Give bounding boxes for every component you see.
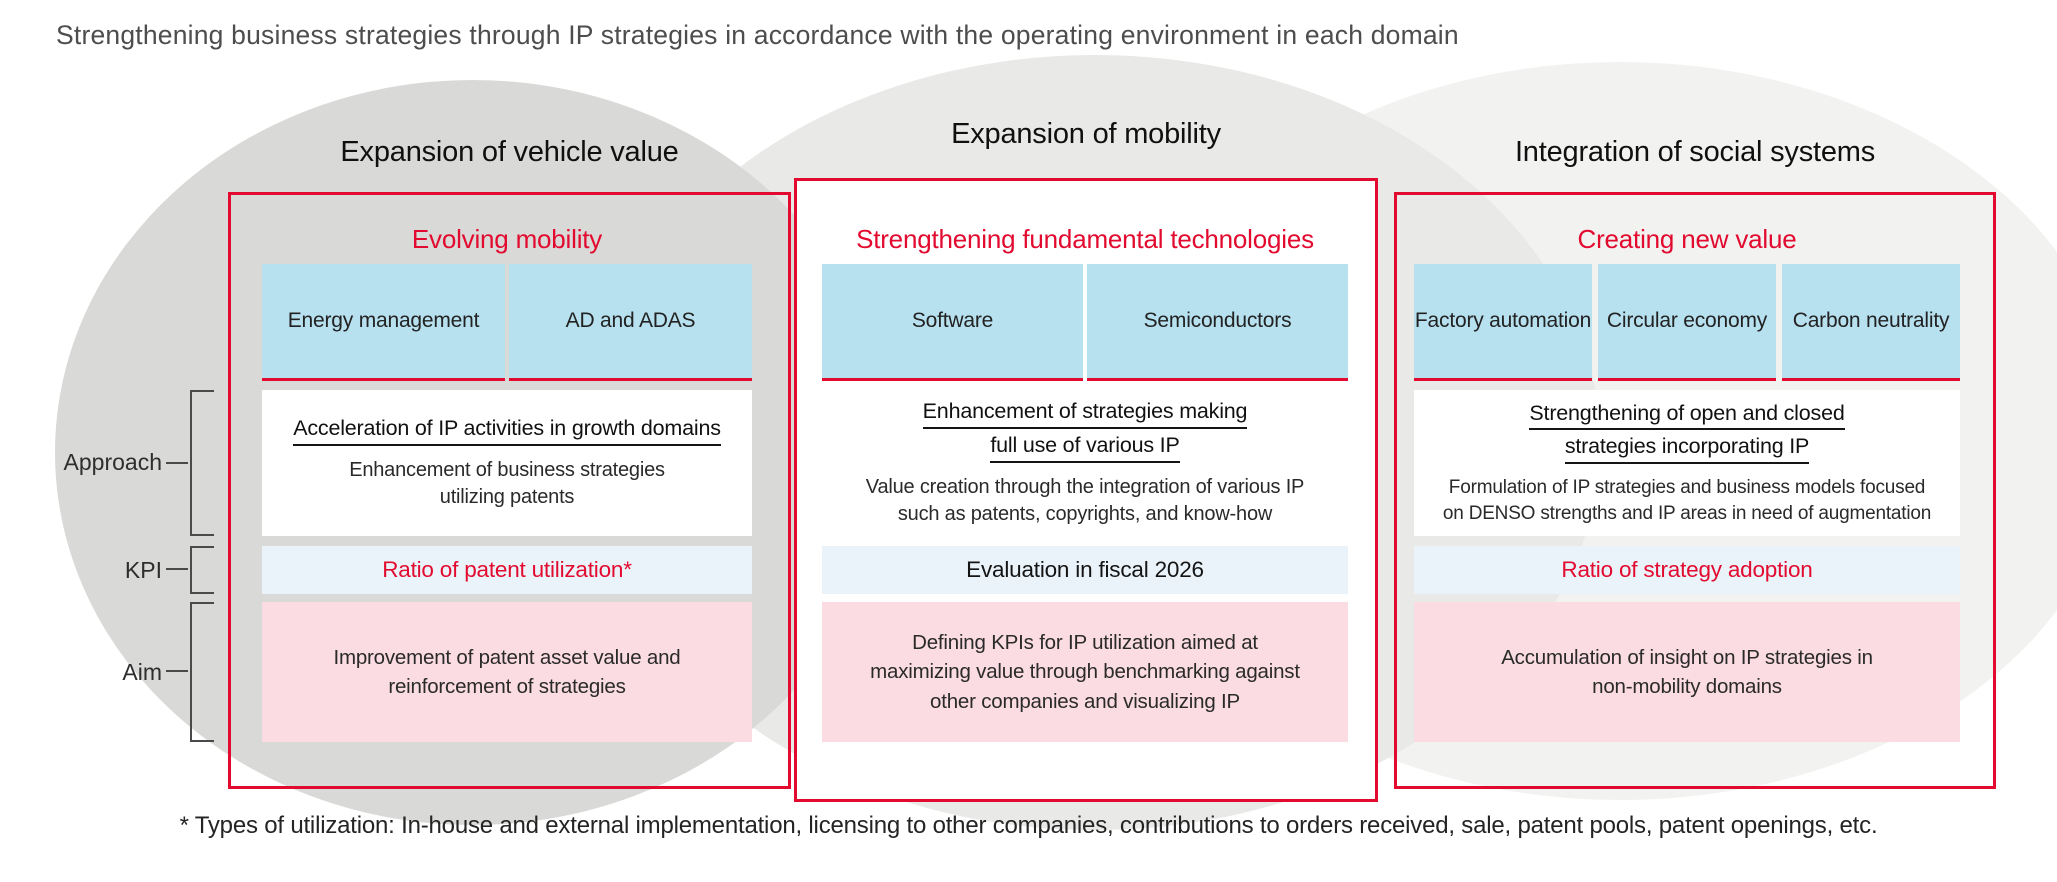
aim-line: Accumulation of insight on IP strategies… — [1501, 645, 1873, 669]
kpi-box-patent-utilization: Ratio of patent utilization* — [262, 546, 752, 594]
aim-connector-line — [166, 670, 188, 672]
kpi-box-strategy-adoption: Ratio of strategy adoption — [1414, 546, 1960, 594]
column-frame-social-systems — [1394, 192, 1996, 789]
approach-body-line: on DENSO strengths and IP areas in need … — [1442, 503, 1932, 525]
kpi-bracket — [190, 546, 214, 594]
approach-title-line: full use of various IP — [990, 433, 1180, 463]
approach-box-social-systems: Strengthening of open and closed strateg… — [1414, 390, 1960, 536]
column-header-mobility: Expansion of mobility — [951, 118, 1221, 150]
aim-box-social-systems: Accumulation of insight on IP strategies… — [1414, 602, 1960, 742]
approach-title-line: Acceleration of IP activities in growth … — [293, 416, 721, 446]
domain-box-software: Software — [822, 264, 1083, 381]
approach-body-line: utilizing patents — [439, 486, 575, 509]
approach-title-line: Strengthening of open and closed — [1529, 401, 1845, 431]
row-label-aim: Aim — [122, 659, 162, 685]
approach-title-line: Enhancement of strategies making — [922, 399, 1248, 429]
approach-body-line: Formulation of IP strategies and busines… — [1448, 477, 1926, 498]
approach-body-line: such as patents, copyrights, and know-ho… — [897, 503, 1273, 526]
column-frame-vehicle-value — [228, 192, 791, 789]
column-header-vehicle-value: Expansion of vehicle value — [340, 136, 679, 168]
domain-box-carbon-neutrality: Carbon neutrality — [1782, 264, 1960, 381]
approach-box-mobility: Enhancement of strategies making full us… — [822, 390, 1348, 536]
domain-box-energy-management: Energy management — [262, 264, 505, 381]
approach-connector-line — [166, 462, 188, 464]
approach-body-line: Value creation through the integration o… — [865, 475, 1305, 498]
row-label-kpi: KPI — [124, 557, 162, 583]
domain-box-factory-automation: Factory automation — [1414, 264, 1592, 381]
aim-box-vehicle-value: Improvement of patent asset value and re… — [262, 602, 752, 742]
approach-title-line: strategies incorporating IP — [1564, 434, 1809, 464]
domain-box-ad-adas: AD and ADAS — [509, 264, 752, 381]
slide-title: Strengthening business strategies throug… — [56, 20, 1459, 50]
domain-box-circular-economy: Circular economy — [1598, 264, 1776, 381]
aim-bracket — [190, 602, 214, 742]
aim-line: Improvement of patent asset value and — [333, 645, 681, 669]
column-header-social-systems: Integration of social systems — [1514, 136, 1876, 168]
approach-bracket — [190, 390, 214, 536]
approach-body-line: Enhancement of business strategies — [349, 458, 665, 481]
footnote: * Types of utilization: In-house and ext… — [179, 812, 1878, 839]
aim-line: maximizing value through benchmarking ag… — [870, 660, 1300, 684]
theme-heading-evolving-mobility: Evolving mobility — [411, 224, 603, 254]
aim-line: non-mobility domains — [1592, 675, 1782, 698]
theme-heading-fundamental-technologies: Strengthening fundamental technologies — [856, 224, 1314, 254]
kpi-connector-line — [166, 568, 188, 570]
kpi-box-fiscal-2026-evaluation: Evaluation in fiscal 2026 — [822, 546, 1348, 594]
row-label-approach: Approach — [63, 449, 162, 475]
aim-box-mobility: Defining KPIs for IP utilization aimed a… — [822, 602, 1348, 742]
theme-heading-creating-new-value: Creating new value — [1577, 224, 1797, 254]
domain-box-semiconductors: Semiconductors — [1087, 264, 1348, 381]
approach-box-vehicle-value: Acceleration of IP activities in growth … — [262, 390, 752, 536]
aim-line: Defining KPIs for IP utilization aimed a… — [912, 631, 1258, 655]
aim-line: other companies and visualizing IP — [930, 689, 1240, 713]
aim-line: reinforcement of strategies — [388, 675, 626, 698]
